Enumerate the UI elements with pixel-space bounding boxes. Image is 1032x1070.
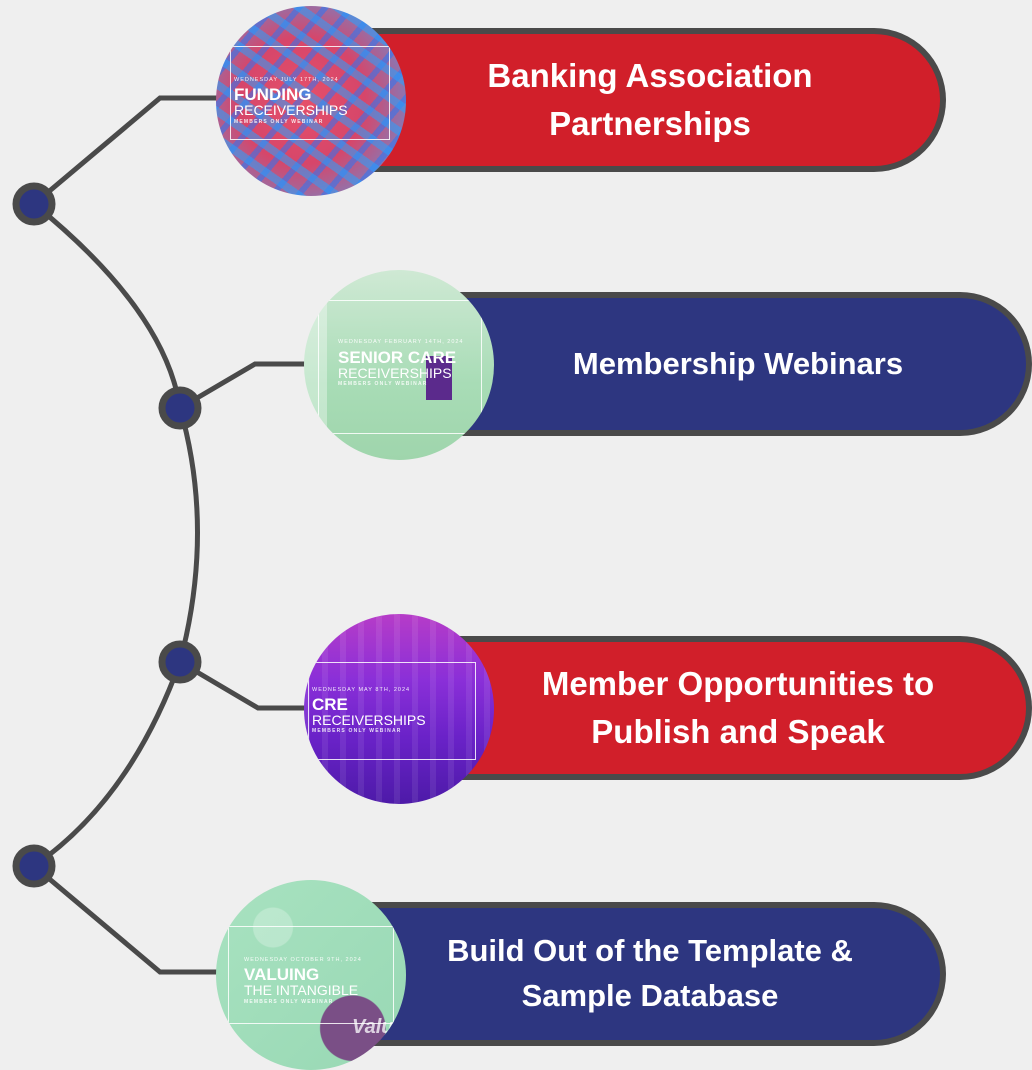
- connector-line: [177, 361, 323, 411]
- timeline-node: [158, 640, 202, 684]
- badge-title: CRE: [312, 695, 348, 714]
- webinar-badge-cre: WEDNESDAY MAY 8TH, 2024 CRE RECEIVERSHIP…: [304, 614, 494, 804]
- connector-line: [31, 201, 183, 411]
- connector-line: [31, 863, 238, 975]
- connector-line: [31, 95, 238, 207]
- webinar-badge-valuing: WEDNESDAY OCTOBER 9TH, 2024 VALUING THE …: [216, 880, 406, 1070]
- badge-title: SENIOR CARE: [338, 348, 457, 367]
- item-label: Build Out of the Template & Sample Datab…: [447, 933, 853, 1013]
- badge-tag: MEMBERS ONLY WEBINAR: [234, 119, 324, 125]
- timeline-node: [158, 386, 202, 430]
- webinar-badge-funding: WEDNESDAY JULY 17TH, 2024 FUNDING RECEIV…: [216, 6, 406, 196]
- badge-date: WEDNESDAY MAY 8TH, 2024: [312, 687, 411, 693]
- connector-line: [177, 659, 323, 711]
- timeline-node: [12, 844, 56, 888]
- badge-tag: MEMBERS ONLY WEBINAR: [338, 381, 428, 387]
- puzzle-piece-text: Valu: [352, 1016, 394, 1038]
- badge-title: FUNDING: [234, 85, 312, 104]
- badge-date: WEDNESDAY JULY 17TH, 2024: [234, 77, 339, 83]
- connector-line: [177, 405, 200, 665]
- badge-subtitle: RECEIVERSHIPS: [338, 365, 452, 381]
- badge-subtitle: THE INTANGIBLE: [244, 982, 359, 998]
- item-label: Membership Webinars: [572, 345, 904, 381]
- badge-frame: [228, 926, 394, 1024]
- badge-date: WEDNESDAY FEBRUARY 14TH, 2024: [338, 339, 464, 345]
- badge-title: VALUING: [244, 965, 320, 984]
- item-label: Banking Association Partnerships: [487, 57, 813, 142]
- item-pill-template-database: Build Out of the Template & Sample Datab…: [300, 902, 946, 1046]
- badge-tag: MEMBERS ONLY WEBINAR: [244, 999, 334, 1005]
- badge-frame: [230, 46, 390, 140]
- item-pill-banking: Banking Association Partnerships: [300, 28, 946, 172]
- badge-image-detail: [426, 356, 452, 400]
- badge-tag: MEMBERS ONLY WEBINAR: [312, 728, 402, 734]
- webinar-badge-senior-care: WEDNESDAY FEBRUARY 14TH, 2024 SENIOR CAR…: [304, 270, 494, 460]
- connector-line: [31, 659, 183, 869]
- timeline-node: [12, 182, 56, 226]
- badge-frame: [318, 300, 482, 434]
- badge-frame: [308, 662, 476, 760]
- badge-subtitle: RECEIVERSHIPS: [234, 102, 348, 118]
- badge-subtitle: RECEIVERSHIPS: [312, 712, 426, 728]
- item-label: Member Opportunities to Publish and Spea…: [541, 665, 935, 750]
- badge-date: WEDNESDAY OCTOBER 9TH, 2024: [244, 957, 362, 963]
